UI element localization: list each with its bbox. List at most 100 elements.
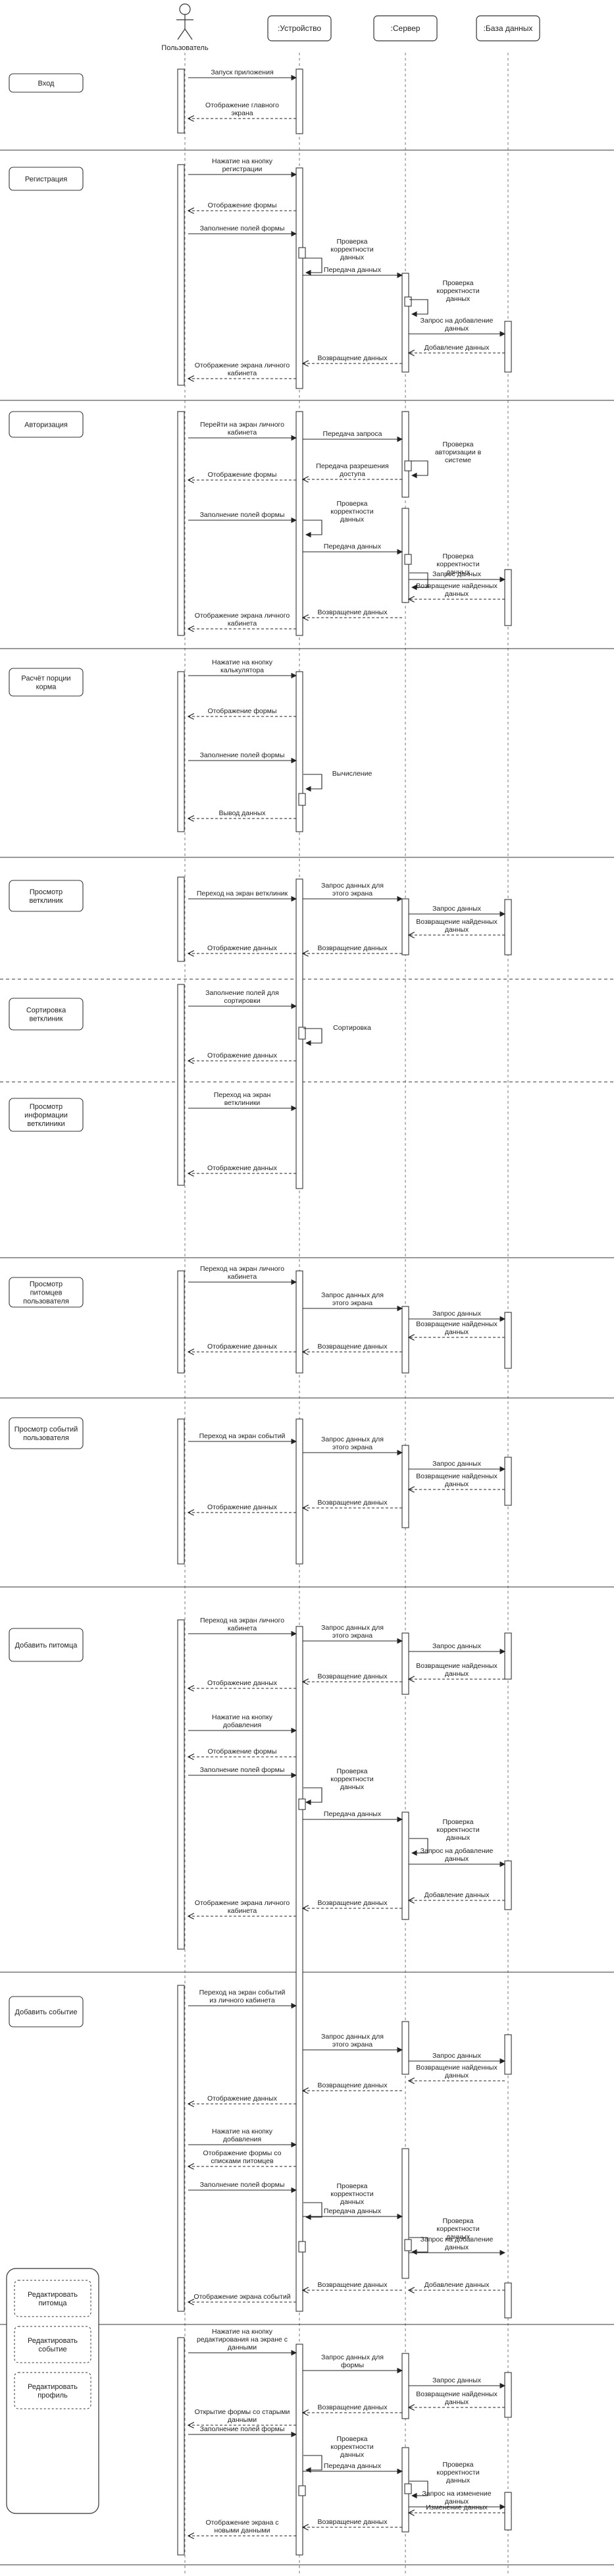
activation-bar (295, 411, 303, 636)
message: Запрос данных (409, 1642, 506, 1655)
activation-bar (404, 554, 412, 565)
message: Отображение данных (188, 1679, 296, 1688)
activation-bar (401, 411, 409, 498)
message-label: Отображение данных (207, 1164, 278, 1172)
activation-bar (298, 1027, 306, 1040)
self-message-arrow (303, 520, 322, 538)
activation-bar (404, 2239, 412, 2251)
message: Запрос данных (409, 570, 506, 583)
self-message-arrow (303, 774, 322, 792)
message: Запрос данных (409, 905, 506, 917)
message: Отображение данных (188, 1052, 296, 1061)
message: Возвращение данных (303, 354, 402, 363)
message: Отображение данных (188, 944, 296, 953)
self-message-arrow (303, 1028, 322, 1046)
self-message-arrow (409, 460, 428, 479)
activation-bar (504, 899, 512, 955)
message-label: Передача данных (324, 1810, 382, 1818)
message: Заполнение полей формы (188, 2425, 297, 2438)
activation-bar (504, 321, 512, 373)
activation-bar (295, 68, 303, 134)
activation-bar (295, 671, 303, 832)
message-label: Возвращение данных (318, 1343, 388, 1351)
message-label: Передача данных (324, 543, 382, 550)
message: Заполнение полей формы (188, 751, 297, 764)
message: Передача запроса (303, 430, 403, 443)
activation-bar (177, 1619, 185, 1950)
participant-server: :Сервер (373, 15, 438, 41)
self-message-arrow (409, 2237, 428, 2255)
message-label: Передача данных (324, 266, 382, 274)
activation-bar (295, 1626, 303, 2312)
message-label: Заполнение полей формы (200, 511, 285, 519)
message-label: Возвращение данных (318, 2518, 388, 2526)
message: Передача данных (303, 543, 403, 555)
message: Отображение данных (188, 2095, 296, 2104)
message-label: Запуск приложения (211, 68, 273, 76)
participant-db: :База данных (476, 15, 540, 41)
self-message-arrow (303, 257, 322, 276)
message-label: Заполнение полей формы (200, 751, 285, 759)
activation-bar (401, 1632, 409, 1695)
activation-bar (177, 164, 185, 386)
message: Возвращение данных (303, 1499, 402, 1508)
message-label: Отображение формы (208, 201, 277, 209)
message: Возвращение данных (303, 1673, 402, 1682)
activation-bar (177, 1270, 185, 1374)
section-label-text: Регистрация (25, 176, 67, 184)
message: Возвращение данных (303, 1899, 402, 1908)
activation-bar (177, 68, 185, 134)
message-label: Возвращение данных (318, 2081, 388, 2089)
activation-bar (177, 1985, 185, 2312)
message-label: Возвращение данных (318, 2281, 388, 2289)
message-label: Отображение формы (208, 707, 277, 715)
message-label: Отображение данных (207, 944, 278, 952)
message: Передача данных (303, 2207, 403, 2220)
message-label: Запрос данных (432, 1642, 482, 1650)
message: Отображение экрана событий (188, 2293, 296, 2302)
message-label: Отображение данных (207, 1503, 278, 1511)
message: Отображение формы (188, 471, 296, 480)
activation-bar (504, 1312, 512, 1369)
message: Заполнение полей формы (188, 511, 297, 523)
activation-bar (295, 167, 303, 389)
message-label: Добавление данных (424, 2281, 490, 2289)
message-label: Передача запроса (323, 430, 382, 438)
activation-bar (298, 2485, 306, 2496)
message-label: Отображение данных (207, 1052, 278, 1060)
self-message-arrow (303, 2455, 322, 2473)
